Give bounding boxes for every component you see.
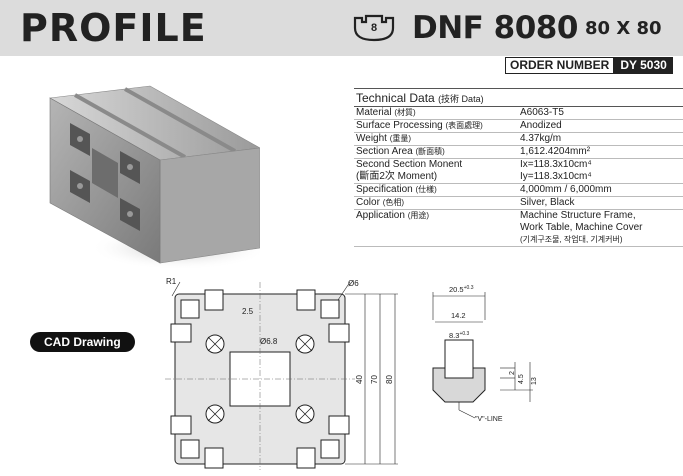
slot-dim-8-3: 8.3+0.3 [449, 331, 470, 340]
row-value: Machine Structure Frame, [520, 210, 636, 221]
table-row: Section Area (斷面積) 1,612.4204mm² [354, 146, 683, 159]
table-row: Second Section Monent Ix=118.3x10cm⁴ [354, 159, 683, 171]
slot-dim-4-5: 4.5 [518, 374, 525, 384]
technical-data-heading: Technical Data (技術 Data) [354, 88, 683, 107]
page-title: PROFILE [20, 6, 207, 50]
order-number: ORDER NUMBER DY 5030 [505, 57, 673, 74]
dim-d25: 2.5 [242, 307, 254, 316]
dim-r1: R1 [166, 277, 177, 286]
table-row: Material (材質) A6063-T5 [354, 107, 683, 120]
table-row: Surface Processing (表面處理) Anodized [354, 120, 683, 133]
cad-drawing-label: CAD Drawing [30, 332, 135, 352]
slot-dim-13: 13 [531, 377, 538, 385]
dim-70: 70 [370, 375, 379, 384]
row-value: Silver, Black [520, 197, 575, 208]
row-value: 4,000mm / 6,000mm [520, 184, 612, 195]
technical-data-title: Technical Data [356, 91, 435, 105]
slot-dim-2: 2 [509, 371, 516, 375]
table-row: Color (色相) Silver, Black [354, 197, 683, 210]
slot-dim-top: 20.5+0.3 [449, 285, 474, 294]
slot-v-line-label: "V"-LINE [475, 416, 503, 423]
row-value: Anodized [520, 120, 562, 131]
row-key: Color [356, 197, 380, 208]
dim-40: 40 [355, 375, 364, 384]
slot-size-icon: 8 [353, 14, 395, 42]
row-value: Iy=118.3x10cm⁴ [520, 171, 592, 182]
order-number-value: DY 5030 [614, 57, 673, 74]
row-key-sub: (仕樣) [415, 185, 437, 194]
model-name: DNF 8080 [412, 10, 578, 46]
row-value: 1,612.4204mm² [520, 146, 591, 157]
row-key: Surface Processing [356, 120, 443, 131]
dim-d68: Ø6.8 [260, 337, 278, 346]
profile-photo [49, 85, 260, 270]
order-number-label: ORDER NUMBER [505, 57, 615, 74]
row-key: Specification [356, 184, 413, 195]
header-bar [0, 0, 683, 56]
technical-data-subtitle: (技術 Data) [438, 94, 484, 104]
dim-80: 80 [385, 375, 394, 384]
row-value-line-3: (기계구조물, 작업대, 기계커버) [520, 235, 623, 244]
model-dims: 80 X 80 [585, 18, 662, 39]
row-value: Ix=118.3x10cm⁴ [520, 159, 592, 170]
table-row: Application (用途) Machine Structure Frame… [354, 210, 683, 247]
cad-cross-section: R1 Ø6 Ø6.8 2.5 40 70 80 [165, 277, 398, 470]
row-value: A6063-T5 [520, 107, 564, 118]
slot-badge-number: 8 [371, 22, 377, 34]
row-key-sub: (用途) [407, 211, 430, 220]
row-key: Weight [356, 133, 387, 144]
row-value: 4.37kg/m [520, 133, 562, 144]
row-key-sub: (斷面積) [415, 147, 445, 156]
table-row: (斷面2次 Moment) Iy=118.3x10cm⁴ [354, 171, 683, 184]
row-key: Second Section Monent [356, 159, 463, 170]
slot-dim-14-2: 14.2 [451, 311, 466, 320]
dim-d6: Ø6 [348, 279, 359, 288]
row-key: Application [356, 210, 405, 221]
row-key-sub: (表面處理) [445, 121, 483, 130]
row-key: Section Area [356, 146, 413, 157]
technical-data-table: Technical Data (技術 Data) Material (材質) A… [354, 88, 683, 247]
row-key-sub: (色相) [382, 198, 405, 207]
row-key: (斷面2次 Moment) [356, 171, 438, 182]
table-row: Weight (重量) 4.37kg/m [354, 133, 683, 146]
table-row: Specification (仕樣) 4,000mm / 6,000mm [354, 184, 683, 197]
row-key-sub: (重量) [389, 134, 412, 143]
slot-detail-drawing: 20.5+0.3 14.2 8.3+0.3 2 4.5 13 "V"-LINE [432, 285, 538, 423]
row-key: Material [356, 107, 392, 118]
row-value-line-2: Work Table, Machine Cover [520, 222, 643, 233]
row-key-sub: (材質) [394, 108, 416, 117]
